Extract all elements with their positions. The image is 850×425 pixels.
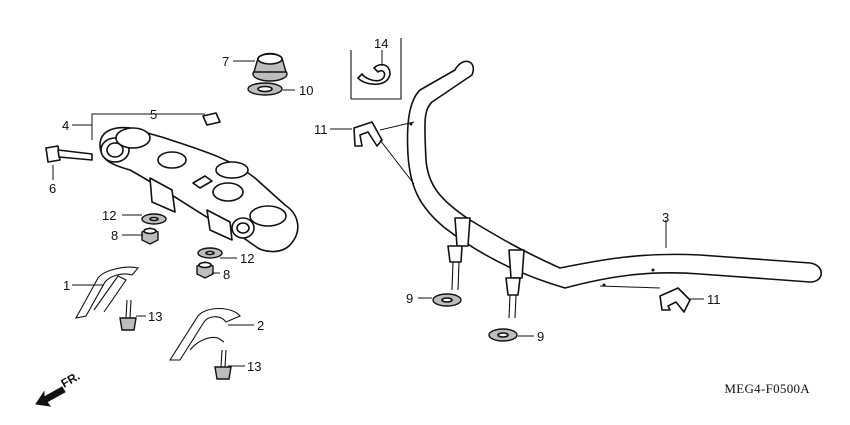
callout-8b: 8 — [223, 267, 230, 282]
callout-13b: 13 — [247, 359, 261, 374]
callout-9b: 9 — [537, 329, 544, 344]
callout-5: 5 — [150, 107, 157, 122]
nut-part — [141, 227, 159, 245]
bolt-part — [119, 299, 137, 331]
callout-13a: 13 — [148, 309, 162, 324]
callout-2: 2 — [257, 318, 264, 333]
callout-4: 4 — [62, 118, 69, 133]
callout-11b: 11 — [707, 292, 721, 307]
callout-14: 14 — [374, 36, 388, 51]
wire-clip-part — [74, 266, 139, 319]
clamp-clip-part — [659, 287, 691, 313]
top-bridge — [99, 126, 299, 253]
callout-8a: 8 — [111, 228, 118, 243]
washer-part — [441, 297, 453, 303]
callout-11a: 11 — [314, 122, 328, 137]
callout-12b: 12 — [240, 251, 254, 266]
leader-lines — [52, 50, 704, 367]
washer-part — [205, 250, 215, 256]
callout-7: 7 — [222, 54, 229, 69]
cap-part — [252, 52, 288, 82]
callout-3: 3 — [662, 210, 669, 225]
front-direction-arrow: FR. — [35, 369, 82, 407]
washer-part — [497, 332, 509, 338]
callout-9a: 9 — [406, 291, 413, 306]
callout-12a: 12 — [102, 208, 116, 223]
callout-6: 6 — [49, 181, 56, 196]
callout-1: 1 — [63, 278, 70, 293]
nut-part — [196, 261, 214, 279]
clamp-clip-part — [353, 121, 383, 147]
washer-part — [149, 216, 159, 222]
callout-10: 10 — [299, 83, 313, 98]
bolt-part — [45, 145, 93, 163]
plate-part — [202, 112, 221, 126]
diagram-code: MEG4-F0500A — [724, 381, 810, 396]
handlebar — [406, 60, 823, 319]
wire-band-part — [350, 38, 402, 100]
washer-part — [247, 82, 283, 96]
wire-clip-part — [168, 307, 241, 361]
bolt-part — [214, 349, 232, 380]
